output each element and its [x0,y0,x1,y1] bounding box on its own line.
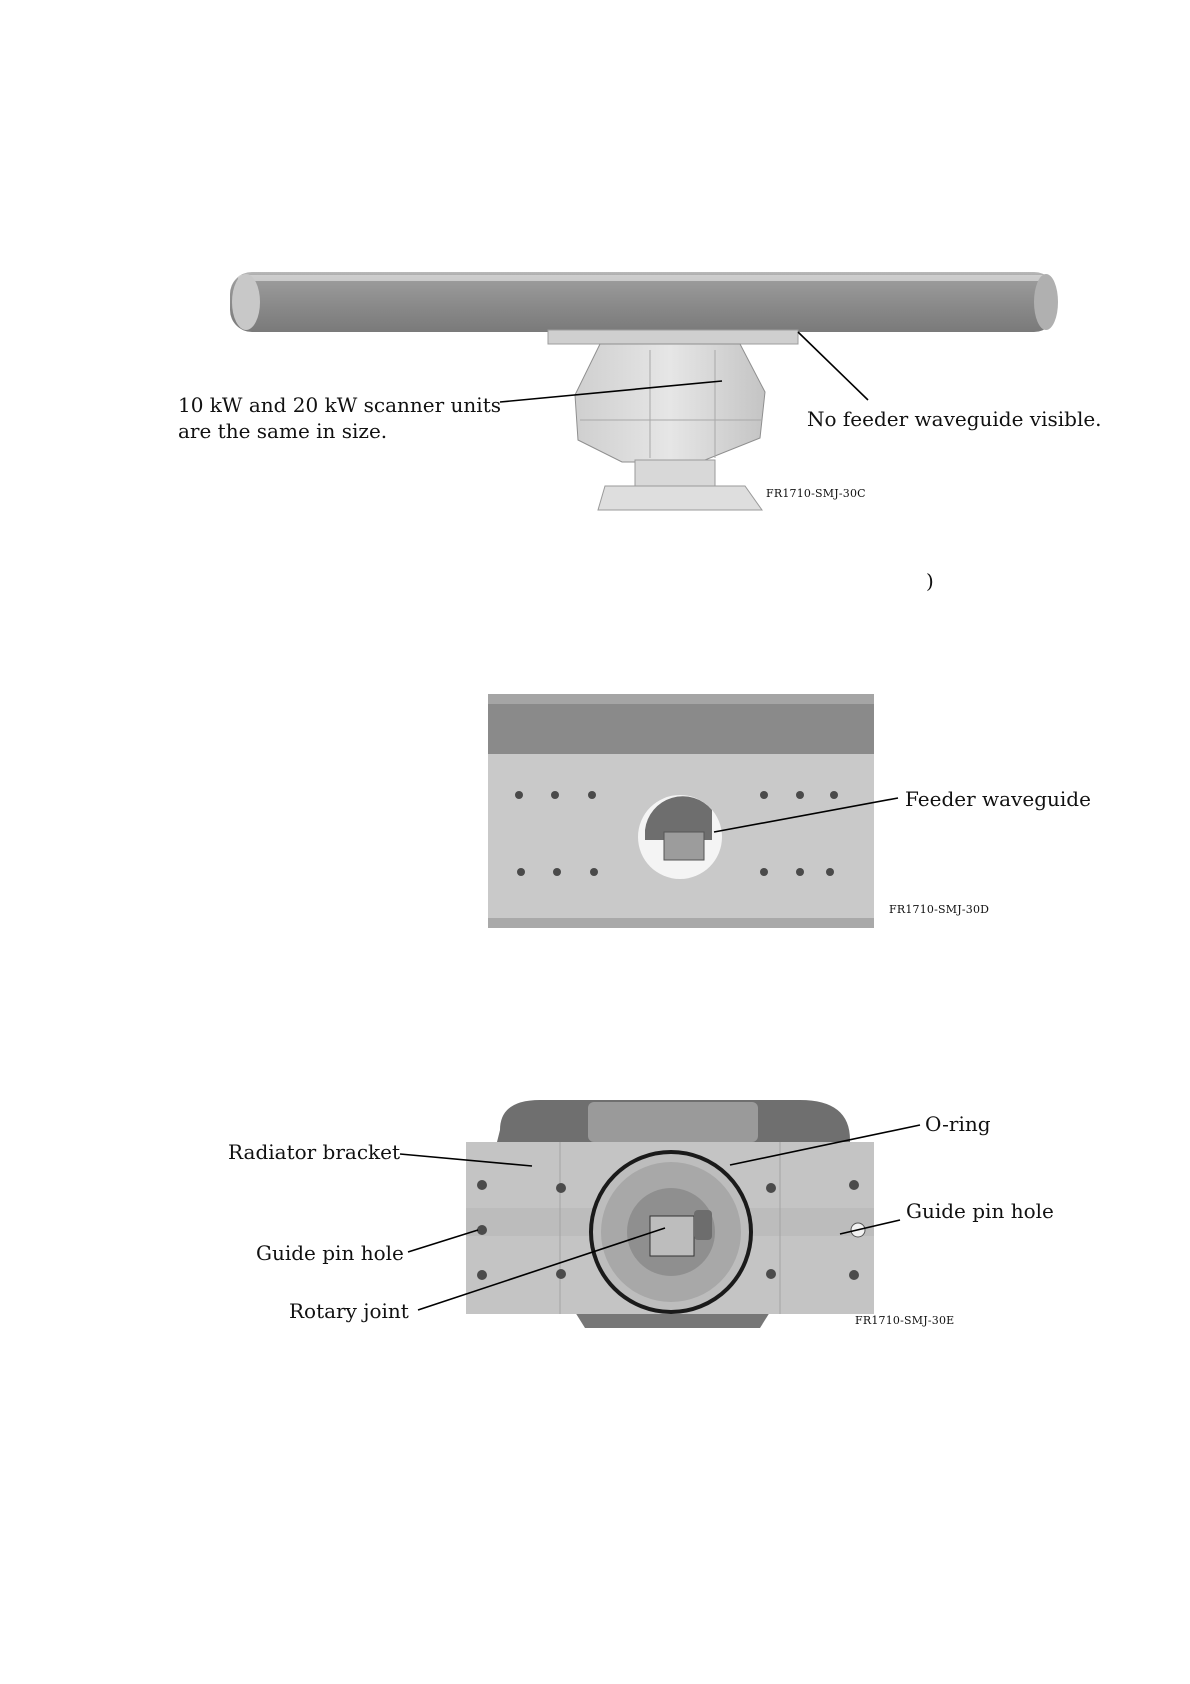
radiator-bracket-label: Radiator bracket [228,1139,400,1165]
rotary-joint-label: Rotary joint [289,1298,409,1324]
feeder-waveguide-label: Feeder waveguide [905,786,1091,812]
guide-pin-hole-right-label: Guide pin hole [906,1198,1054,1224]
leader-line-no-feeder [798,332,868,400]
scanner-size-label-line1: 10 kW and 20 kW scanner units [178,392,501,418]
scanner-size-label-line2: are the same in size. [178,418,501,444]
guide-pin-hole-left-label: Guide pin hole [256,1240,404,1266]
figure-code-30d: FR1710-SMJ-30D [889,903,989,916]
scanner-unit-figure: 10 kW and 20 kW scanner units are the sa… [0,0,1190,560]
figure-code-30e: FR1710-SMJ-30E [855,1314,954,1327]
rotary-joint-figure: O-ring Radiator bracket Guide pin hole G… [0,1080,1190,1350]
scanner-unit-photo [0,0,1190,560]
figure-code-30c: FR1710-SMJ-30C [766,487,866,500]
oring-label: O-ring [925,1111,991,1137]
no-feeder-label: No feeder waveguide visible. [807,406,1102,432]
scanner-size-label: 10 kW and 20 kW scanner units are the sa… [178,392,501,444]
stray-parenthesis: ) [926,568,934,594]
feeder-waveguide-figure: Feeder waveguide FR1710-SMJ-30D [0,680,1190,940]
